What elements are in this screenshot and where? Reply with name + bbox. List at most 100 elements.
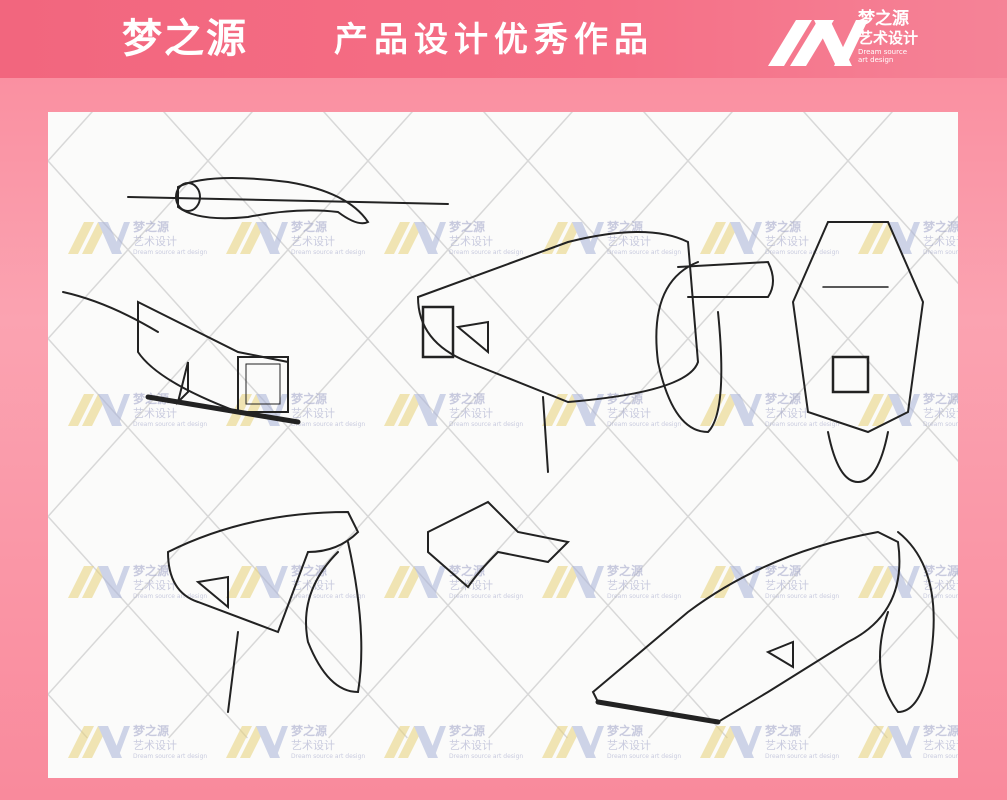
watermark-subtitle: 艺术设计 bbox=[291, 407, 335, 420]
sketch-center-device bbox=[416, 231, 774, 473]
watermark-english: Dream source art design bbox=[291, 249, 366, 256]
watermark-logo-icon bbox=[68, 726, 130, 758]
sketch-bottom-center-part bbox=[427, 500, 571, 589]
watermark-logo-icon bbox=[700, 726, 762, 758]
watermark-name: 梦之源 bbox=[923, 392, 958, 406]
watermark-subtitle: 艺术设计 bbox=[449, 235, 493, 248]
watermark-subtitle: 艺术设计 bbox=[449, 579, 493, 592]
watermark-subtitle: 艺术设计 bbox=[765, 579, 809, 592]
watermark-english: Dream source art design bbox=[607, 593, 682, 600]
sketch-right-device bbox=[791, 221, 925, 484]
watermark-logo-icon bbox=[226, 726, 288, 758]
watermark-logo-icon bbox=[226, 566, 288, 598]
grid-line bbox=[488, 215, 958, 739]
grid-line bbox=[648, 393, 958, 739]
watermark-logo-icon bbox=[542, 566, 604, 598]
watermark-english: Dream source art design bbox=[133, 249, 208, 256]
watermark-english: Dream source art design bbox=[923, 593, 958, 600]
watermark-logo-icon bbox=[858, 566, 920, 598]
watermark-english: Dream source art design bbox=[923, 249, 958, 256]
watermark-name: 梦之源 bbox=[449, 564, 486, 578]
watermark-name: 梦之源 bbox=[607, 392, 644, 406]
watermark-logo-icon bbox=[68, 222, 130, 254]
watermark-english: Dream source art design bbox=[133, 421, 208, 428]
watermark-subtitle: 艺术设计 bbox=[765, 235, 809, 248]
watermark-subtitle: 艺术设计 bbox=[133, 407, 177, 420]
grid-line bbox=[482, 112, 958, 640]
watermark-name: 梦之源 bbox=[291, 724, 328, 738]
watermark-name: 梦之源 bbox=[291, 392, 328, 406]
watermark-subtitle: 艺术设计 bbox=[133, 235, 177, 248]
watermark-logo-icon bbox=[384, 566, 446, 598]
watermark-subtitle: 艺术设计 bbox=[607, 579, 651, 592]
watermark-subtitle: 艺术设计 bbox=[449, 407, 493, 420]
product-sketches bbox=[62, 177, 935, 725]
watermark-subtitle: 艺术设计 bbox=[133, 579, 177, 592]
watermark-name: 梦之源 bbox=[133, 220, 170, 234]
header-banner: 梦之源 产品设计优秀作品 梦之源 艺术设计 Dream source art d… bbox=[0, 0, 1007, 78]
watermark-logo-icon bbox=[384, 726, 446, 758]
grid-line bbox=[808, 570, 958, 739]
watermark-logo-icon bbox=[384, 394, 446, 426]
sketch-left-device bbox=[62, 291, 301, 425]
grid-line bbox=[48, 112, 574, 696]
watermark-name: 梦之源 bbox=[449, 220, 486, 234]
watermark-name: 梦之源 bbox=[607, 724, 644, 738]
watermark-english: Dream source art design bbox=[607, 753, 682, 760]
watermark-logo-icon bbox=[68, 394, 130, 426]
page-title: 产品设计优秀作品 bbox=[334, 20, 654, 60]
watermark-name: 梦之源 bbox=[449, 724, 486, 738]
grid-line bbox=[802, 112, 958, 285]
watermark-name: 梦之源 bbox=[133, 564, 170, 578]
watermark-subtitle: 艺术设计 bbox=[291, 739, 335, 752]
watermark-subtitle: 艺术设计 bbox=[923, 739, 958, 752]
watermark-english: Dream source art design bbox=[607, 421, 682, 428]
logo-english-name: Dream source bbox=[858, 48, 907, 56]
watermark-logo-icon bbox=[226, 222, 288, 254]
grid-line bbox=[328, 112, 894, 739]
watermark-name: 梦之源 bbox=[607, 564, 644, 578]
watermark-english: Dream source art design bbox=[133, 753, 208, 760]
watermark-subtitle: 艺术设计 bbox=[291, 235, 335, 248]
watermark-logo-icon bbox=[68, 566, 130, 598]
watermark-name: 梦之源 bbox=[133, 724, 170, 738]
watermark-name: 梦之源 bbox=[923, 220, 958, 234]
watermark-name: 梦之源 bbox=[765, 220, 802, 234]
watermark-english: Dream source art design bbox=[449, 249, 524, 256]
watermark-name: 梦之源 bbox=[923, 564, 958, 578]
watermark-logo-icon bbox=[384, 222, 446, 254]
watermark-name: 梦之源 bbox=[449, 392, 486, 406]
watermark-name: 梦之源 bbox=[291, 220, 328, 234]
